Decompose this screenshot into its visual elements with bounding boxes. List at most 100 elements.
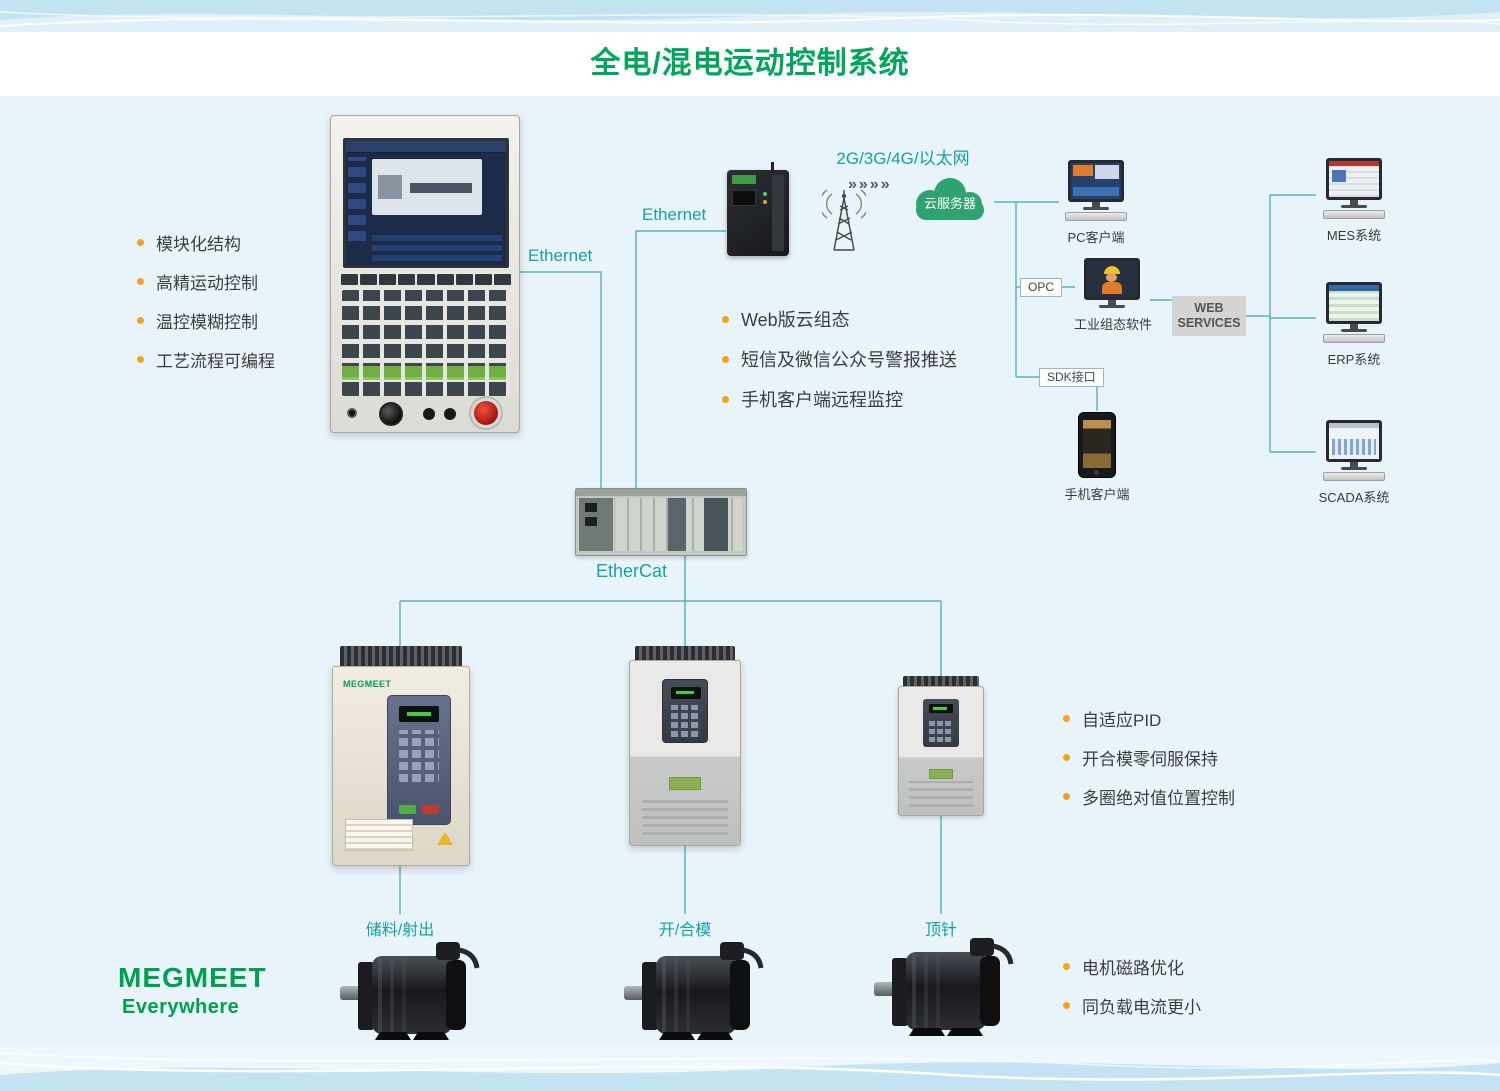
plc-rail [576, 489, 746, 496]
drive-unit-injection: MEGMEET [332, 646, 470, 866]
feature-item: 短信及微信公众号警报推送 [722, 346, 957, 372]
hmi-keypad [342, 290, 510, 396]
helmet-icon [1104, 266, 1120, 274]
bullet-dot [137, 317, 144, 324]
status-led [763, 192, 767, 196]
monitor-icon [1326, 282, 1382, 324]
brand-logo: MEGMEET Everywhere [118, 962, 267, 1019]
plc-expansion-module [704, 498, 728, 551]
gateway-display [732, 190, 756, 206]
feature-item: 工艺流程可编程 [137, 347, 275, 372]
keyboard-icon [1323, 334, 1385, 343]
scada-system-label: SCADA系统 [1318, 490, 1390, 505]
gateway-panel [772, 175, 784, 251]
hmi-button [444, 408, 456, 420]
feature-list-drive: 自适应PID 开合模零伺服保持 多圈绝对值位置控制 [1063, 706, 1235, 823]
top-wave-decoration [0, 0, 1500, 32]
ethercat-label: EtherCat [596, 561, 668, 581]
product-sticker [929, 769, 953, 779]
gateway-device [727, 162, 789, 256]
phone-icon [1078, 412, 1116, 478]
drive-keypad-panel [923, 699, 959, 747]
monitor-base [1341, 467, 1367, 470]
drive-body [898, 686, 984, 816]
feature-item: 自适应PID [1063, 706, 1235, 731]
drive-unit-ejector [898, 676, 984, 816]
feature-list-controller: 模块化结构 高精运动控制 温控模糊控制 工艺流程可编程 [137, 230, 275, 386]
keyboard-icon [1323, 210, 1385, 219]
bullet-dot [1063, 715, 1070, 722]
cloud-server-label: 云服务器 [923, 196, 976, 211]
vent-slots [642, 797, 728, 835]
drive-keys [399, 730, 439, 782]
worker-face-icon [1106, 273, 1117, 282]
bullet-dot [1063, 1002, 1070, 1009]
keyboard-icon [1323, 472, 1385, 481]
drive-body [629, 660, 741, 846]
drive-keypad-panel [387, 695, 451, 825]
plc-expansion-module [668, 498, 686, 551]
antenna-tower-icon [822, 189, 866, 251]
cloud-server-icon: 云服务器 [906, 174, 994, 228]
hmi-screen [343, 138, 509, 268]
servo-motor-injection [340, 942, 480, 1040]
monitor-base [1083, 207, 1109, 210]
phone-home-button [1094, 470, 1099, 475]
web-services-box: WEB SERVICES [1172, 296, 1246, 336]
monitor-icon [1068, 160, 1124, 202]
monitor-stand [1092, 202, 1100, 207]
feature-item: 温控模糊控制 [137, 308, 275, 333]
cloud-shape [916, 178, 984, 220]
axis-label-injection: 储料/射出 [365, 922, 435, 939]
drive-keypad-panel [662, 679, 708, 743]
keyboard-icon [1065, 212, 1127, 221]
ethernet-label-2: Ethernet [642, 205, 707, 224]
feature-item: 同负载电流更小 [1063, 993, 1201, 1018]
network-label: 2G/3G/4G/以太网 [836, 149, 970, 168]
feature-item: 开合模零伺服保持 [1063, 745, 1235, 770]
monitor-stand [1350, 324, 1358, 329]
gateway-terminal-block [732, 175, 756, 184]
bullet-dot [137, 356, 144, 363]
mobile-client-icon: 手机客户端 [1059, 412, 1135, 503]
ethernet-label-1: Ethernet [528, 246, 593, 265]
servo-motor-ejector [874, 938, 1014, 1036]
bullet-dot [722, 355, 729, 363]
product-sticker [669, 777, 701, 790]
feature-item: 高精运动控制 [137, 269, 275, 294]
feature-item: Web版云组态 [722, 306, 957, 332]
monitor-base [1341, 329, 1367, 332]
page-title: 全电/混电运动控制系统 [590, 47, 910, 80]
monitor-icon [1326, 420, 1382, 462]
industrial-software-icon: 工业组态软件 [1074, 258, 1152, 333]
brand-name: MEGMEET [118, 962, 267, 993]
rating-label [345, 819, 413, 851]
hmi-controller [330, 115, 520, 433]
erp-system-icon: ERP系统 [1316, 282, 1392, 368]
drive-body: MEGMEET [332, 666, 470, 866]
sdk-tag: SDK接口 [1039, 368, 1104, 387]
monitor-stand [1350, 200, 1358, 205]
servo-motor-mold [624, 942, 764, 1040]
feature-item: 模块化结构 [137, 230, 275, 255]
monitor-stand [1350, 462, 1358, 467]
bullet-dot [722, 315, 729, 323]
ethernet-port [585, 517, 597, 526]
bullet-dot [1063, 963, 1070, 970]
hmi-function-keys [341, 274, 511, 285]
wireless-signal-icon: »»»» [848, 176, 892, 193]
bullet-dot [1063, 754, 1070, 761]
vent-slots [909, 781, 973, 807]
axis-label-ejector: 顶针 [924, 922, 957, 939]
mobile-client-label: 手机客户端 [1064, 487, 1130, 502]
drive-display [929, 704, 953, 713]
drive-keys [671, 705, 701, 737]
feature-item: 手机客户端远程监控 [722, 386, 957, 412]
pc-client-icon: PC客户端 [1058, 160, 1134, 246]
plc-module [575, 488, 747, 556]
erp-system-label: ERP系统 [1327, 352, 1381, 367]
drive-unit-mold [629, 646, 741, 846]
status-led [763, 200, 767, 204]
drive-keys [929, 718, 953, 742]
pc-client-label: PC客户端 [1067, 230, 1125, 245]
